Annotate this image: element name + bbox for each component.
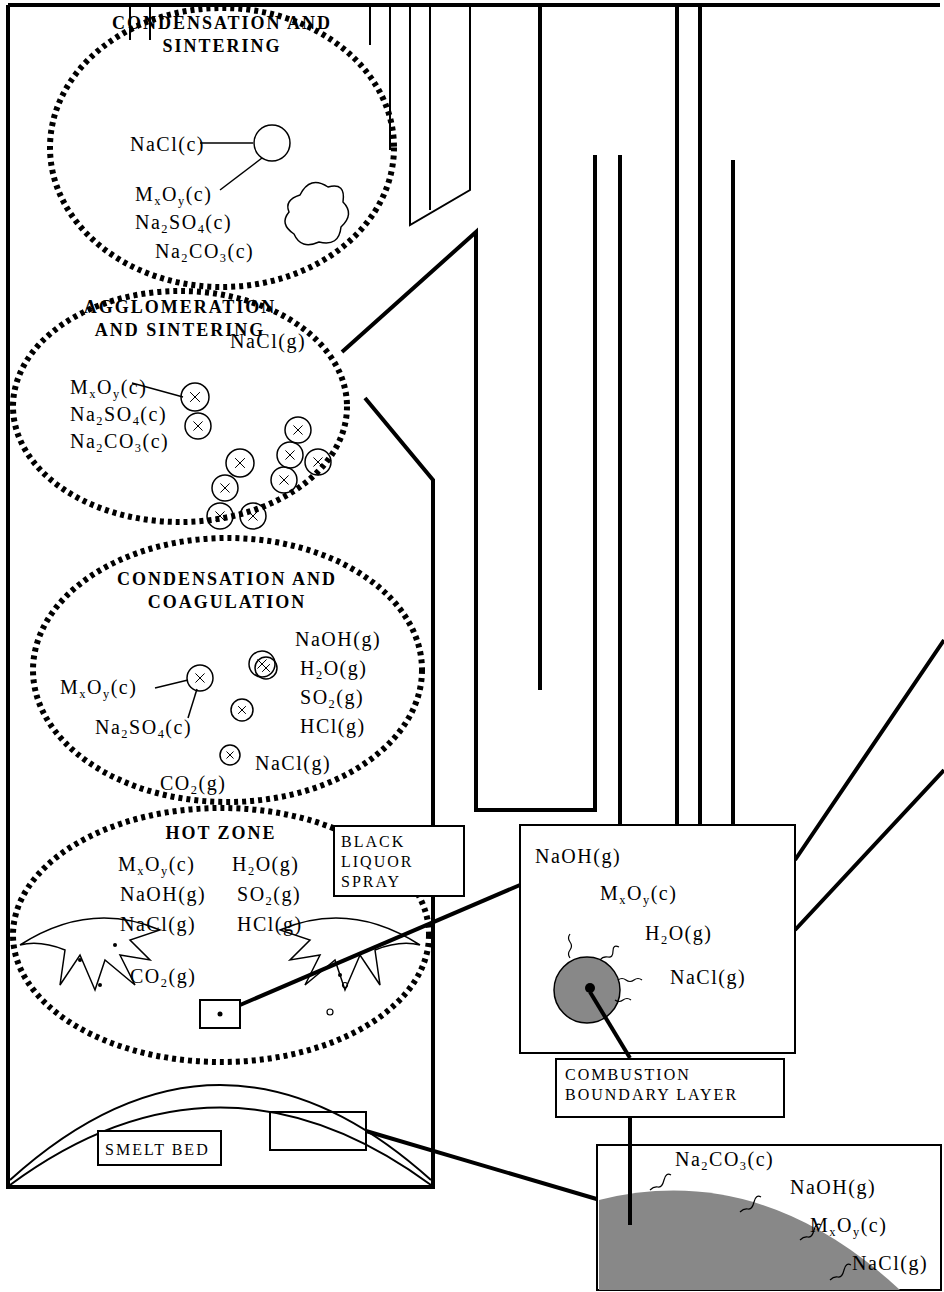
particle-core	[195, 673, 204, 682]
species-formula: SO2(g)	[237, 883, 301, 905]
zone-heading: CONDENSATION AND COAGULATION	[113, 568, 341, 615]
species-formula: HCl(g)	[237, 913, 303, 935]
particle	[231, 699, 253, 721]
zone-heading: CONDENSATION AND SINTERING	[107, 12, 337, 59]
label-box: COMBUSTION BOUNDARY LAYER	[555, 1058, 785, 1118]
particle-core	[235, 458, 245, 468]
particle-core	[193, 421, 202, 430]
particle-core	[262, 664, 270, 672]
species-formula: CO2(g)	[130, 965, 196, 987]
particle	[271, 467, 297, 493]
species-formula: Na2SO4(c)	[70, 403, 167, 425]
box-label: COMBUSTION BOUNDARY LAYER	[565, 1065, 779, 1105]
species-formula: NaCl(c)	[130, 133, 205, 155]
species-formula: MxOy(c)	[70, 376, 147, 398]
zone-heading: HOT ZONE	[121, 822, 321, 845]
zone-ellipse: AGGLOMERATION AND SINTERINGNaCl(g)MxOy(c…	[10, 288, 350, 525]
species-formula: Na2CO3(c)	[70, 430, 169, 452]
particle	[185, 413, 211, 439]
particle-core	[285, 450, 294, 459]
particle	[181, 383, 209, 411]
inset-box: Na2CO3(c) NaOH(g) MxOy(c) NaCl(g)	[597, 1145, 941, 1290]
species-formula: MxOy(c)	[600, 882, 677, 904]
species-formula: MxOy(c)	[60, 676, 137, 698]
particle	[255, 657, 277, 679]
zone-ellipse: CONDENSATION AND COAGULATION NaOH(g) H2O(g…	[30, 535, 425, 805]
particle	[220, 745, 240, 765]
species-formula: NaCl(g)	[230, 330, 306, 352]
species-formula: H2O(g)	[645, 922, 712, 944]
species-formula: H2O(g)	[300, 657, 367, 679]
species-formula: NaCl(g)	[852, 1252, 928, 1274]
particle-core	[190, 392, 200, 402]
zone-ellipse: CONDENSATION AND SINTERING NaCl(c) MxOy(c)…	[47, 5, 397, 290]
species-formula: NaCl(g)	[120, 913, 196, 935]
particle-core	[220, 483, 229, 492]
species-formula: H2O(g)	[232, 853, 299, 875]
species-formula: MxOy(c)	[118, 853, 195, 875]
species-formula: MxOy(c)	[135, 183, 212, 205]
species-formula: Na2CO3(c)	[155, 240, 254, 262]
inset-box: NaOH(g) MxOy(c) H2O(g) NaCl(g)	[520, 825, 795, 1053]
particle	[285, 417, 311, 443]
species-formula: MxOy(c)	[810, 1214, 887, 1236]
species-formula: Na2SO4(c)	[135, 211, 232, 233]
species-formula: NaCl(g)	[255, 752, 331, 774]
particle-core	[293, 425, 302, 434]
label-box: SMELT BED	[97, 1130, 222, 1166]
particle	[249, 651, 275, 677]
particle-core	[227, 752, 234, 759]
particle	[187, 665, 213, 691]
box-label: SMELT BED	[105, 1140, 217, 1160]
species-formula: NaCl(g)	[670, 966, 746, 988]
species-formula: Na2CO3(c)	[675, 1148, 774, 1170]
species-formula: Na2SO4(c)	[95, 716, 192, 738]
particle	[226, 449, 254, 477]
species-formula: CO2(g)	[160, 772, 226, 794]
species-formula: NaOH(g)	[790, 1176, 876, 1198]
particle	[212, 475, 238, 501]
species-formula: NaOH(g)	[120, 883, 206, 905]
particle-core	[279, 475, 288, 484]
species-formula: NaOH(g)	[295, 628, 381, 650]
species-formula: NaOH(g)	[535, 845, 621, 867]
particle	[277, 442, 303, 468]
particle-core	[238, 706, 246, 714]
label-box: BLACK LIQUOR SPRAY	[333, 825, 465, 897]
species-formula: SO2(g)	[300, 686, 364, 708]
particle	[207, 503, 233, 529]
box-label: BLACK LIQUOR SPRAY	[341, 832, 459, 892]
species-formula: HCl(g)	[300, 715, 366, 737]
